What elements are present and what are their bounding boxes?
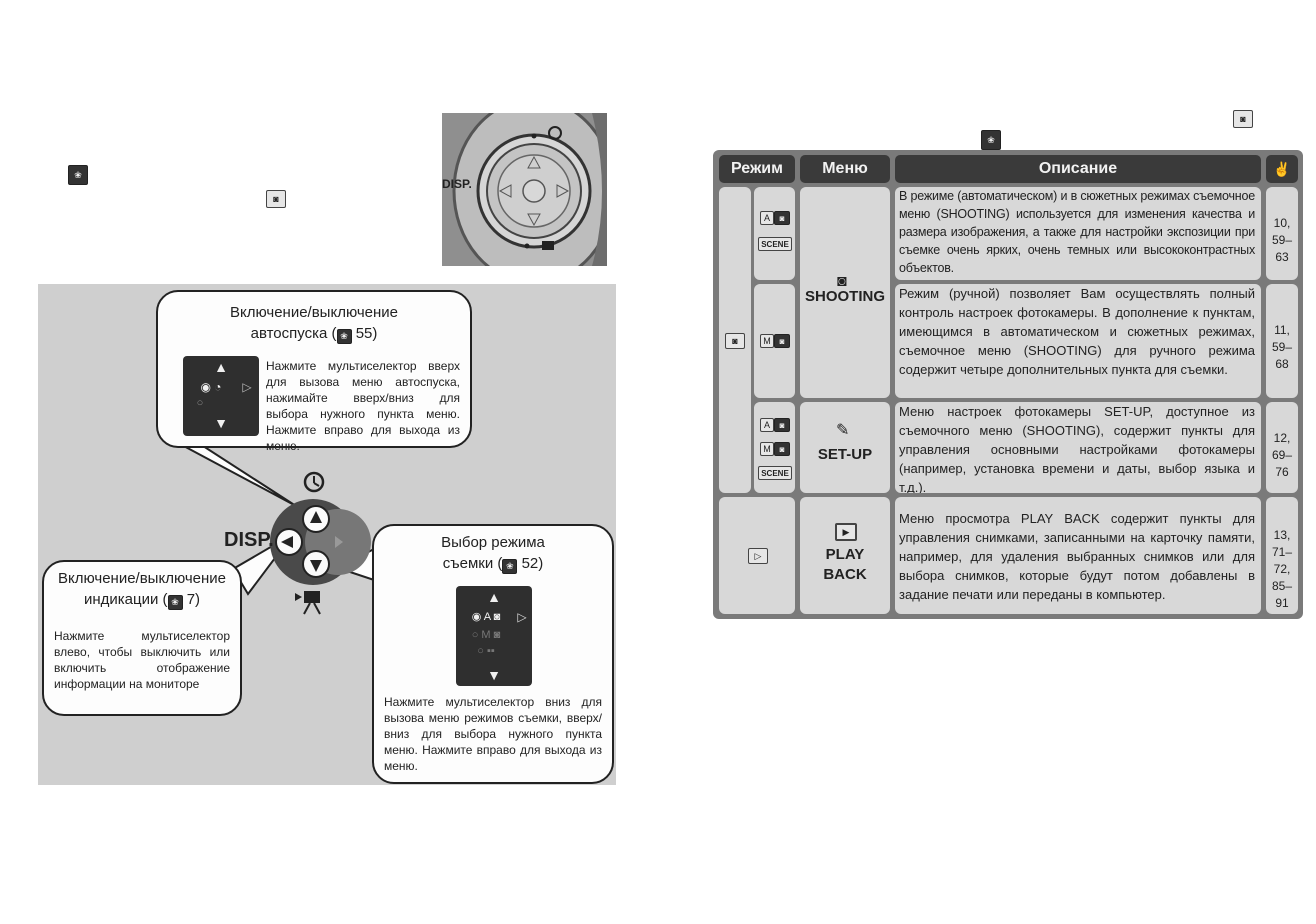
auto-mode-icon: A [760, 211, 774, 225]
description-row-1: В режиме (автоматическом) и в сюжетных р… [895, 187, 1261, 280]
auto-mode-icon: ◉ A ◙ [471, 611, 501, 623]
self-timer-icon: ◉ ◔ [200, 380, 222, 394]
description-row-4: Меню просмотра PLAY BACK содержит пункты… [895, 497, 1261, 614]
shooting-mode-title: Выбор режима съемки (❀ 52) [441, 534, 545, 574]
playback-icon: ▷ [748, 548, 768, 564]
shooting-mode-callout: Выбор режима съемки (❀ 52) ▲ ◉ A ◙ ▷ ○ M… [372, 524, 614, 784]
wrench-icon: ✎ [836, 422, 850, 439]
auto-mode-icon: A [760, 418, 774, 432]
menu-cell-setup: ✎ SET-UP [800, 402, 890, 493]
scene-icon: ❀ [981, 130, 1001, 150]
display-instructions: Нажмите мультиселектор влево, чтобы выкл… [54, 629, 230, 691]
menu-name-shooting: SHOOTING [804, 288, 885, 305]
down-arrow-icon: ▼ [214, 415, 228, 431]
camera-icon: ◙ [266, 190, 286, 208]
description-text: В режиме (автоматическом) и в сюжетных р… [899, 189, 1255, 275]
mode-cell-manual: M ◙ [754, 284, 795, 398]
scene-icon: ❀ [167, 595, 183, 610]
scene-mode-icon: SCENE [758, 466, 792, 480]
header-menu: Меню [800, 155, 890, 183]
self-timer-menu-image: ▲ ◉ ◔ ▷ ○ ▼ [183, 356, 259, 436]
pages-row-3: 12, 69–76 [1266, 402, 1298, 493]
menu-table: Режим Меню Описание ✌ ◙ A ◙ SCENE M ◙ A … [713, 150, 1303, 619]
scene-mode-icon: SCENE [758, 237, 792, 251]
description-row-3: Меню настроек фотокамеры SET-UP, доступн… [895, 402, 1261, 493]
scene-icon: ❀ [502, 559, 518, 574]
camera-icon: ◙ [774, 418, 790, 432]
description-row-2: Режим (ручной) позволяет Вам осуществлят… [895, 284, 1261, 398]
self-timer-callout: Включение/выключение автоспуска (❀ 55) ▲… [156, 290, 472, 453]
header-mode: Режим [719, 155, 795, 183]
description-text: Режим (ручной) позволяет Вам осуществлят… [899, 286, 1255, 377]
display-title: Включение/выключение индикации (❀ 7) [57, 570, 227, 610]
disp-label: DISP. [442, 177, 472, 191]
multi-selector-diagram: DISP. Включение/выключение автоспуска (❀… [38, 284, 616, 785]
manual-mode-icon: M [760, 442, 774, 456]
self-timer-title: Включение/выключение автоспуска (❀ 55) [229, 304, 399, 344]
page-reference-icon: ✌ [1266, 155, 1298, 183]
mode-cell-all: A ◙ M ◙ SCENE [754, 402, 795, 493]
pages-row-4: 13, 71–72, 85–91 [1266, 497, 1298, 614]
display-callout: Включение/выключение индикации (❀ 7) Наж… [42, 560, 242, 716]
playback-mode-cell: ▷ [719, 497, 795, 614]
self-timer-instructions: Нажмите мультиселектор вверх для вызова … [266, 359, 460, 453]
page-reference: 12, 69–76 [1271, 431, 1293, 479]
description-text: Меню просмотра PLAY BACK содержит пункты… [899, 511, 1255, 602]
header-description: Описание [895, 155, 1261, 183]
menu-cell-shooting: ◙ SHOOTING [800, 187, 890, 398]
right-arrow-icon: ▷ [242, 380, 252, 394]
right-arrow-icon: ▷ [517, 610, 527, 624]
camera-icon: ◙ [774, 442, 790, 456]
page-reference: 10, 59–63 [1271, 216, 1293, 264]
playback-icon: ▶ [835, 523, 857, 541]
multi-selector-photo: DISP. [442, 113, 607, 266]
camera-mode-cell: ◙ [719, 187, 751, 493]
scene-icon: ❀ [336, 329, 352, 344]
manual-mode-icon: M [760, 334, 774, 348]
camera-icon: ◙ [774, 334, 790, 348]
camera-icon: ◙ [837, 273, 847, 290]
mode-cell-auto-scene: A ◙ SCENE [754, 187, 795, 280]
manual-mode-icon: ○ M ◙ [471, 629, 501, 641]
off-icon: ○ [196, 397, 204, 409]
pages-row-2: 11, 59–68 [1266, 284, 1298, 398]
pages-row-1: 10, 59–63 [1266, 187, 1298, 280]
scene-icon: ❀ [68, 165, 88, 185]
shooting-mode-instructions: Нажмите мультиселектор вниз для вызова м… [384, 695, 602, 773]
shooting-mode-menu-image: ▲ ◉ A ◙ ▷ ○ M ◙ ○ ▪▪ ▼ [456, 586, 532, 686]
page-reference: 13, 71–72, 85–91 [1271, 528, 1293, 610]
up-arrow-icon: ▲ [487, 589, 501, 605]
disp-label: DISP. [224, 529, 274, 551]
description-text: Меню настроек фотокамеры SET-UP, доступн… [899, 404, 1255, 493]
camera-icon: ◙ [774, 211, 790, 225]
down-arrow-icon: ▼ [487, 667, 501, 683]
up-arrow-icon: ▲ [214, 359, 228, 375]
menu-name-setup: SET-UP [817, 446, 873, 463]
movie-mode-icon: ○ ▪▪ [477, 645, 495, 657]
page-reference: 11, 59–68 [1271, 323, 1293, 371]
multi-selector-illustration [442, 113, 607, 266]
diagram-connectors [179, 443, 375, 615]
camera-icon: ◙ [1233, 110, 1253, 128]
camera-icon: ◙ [725, 333, 745, 349]
